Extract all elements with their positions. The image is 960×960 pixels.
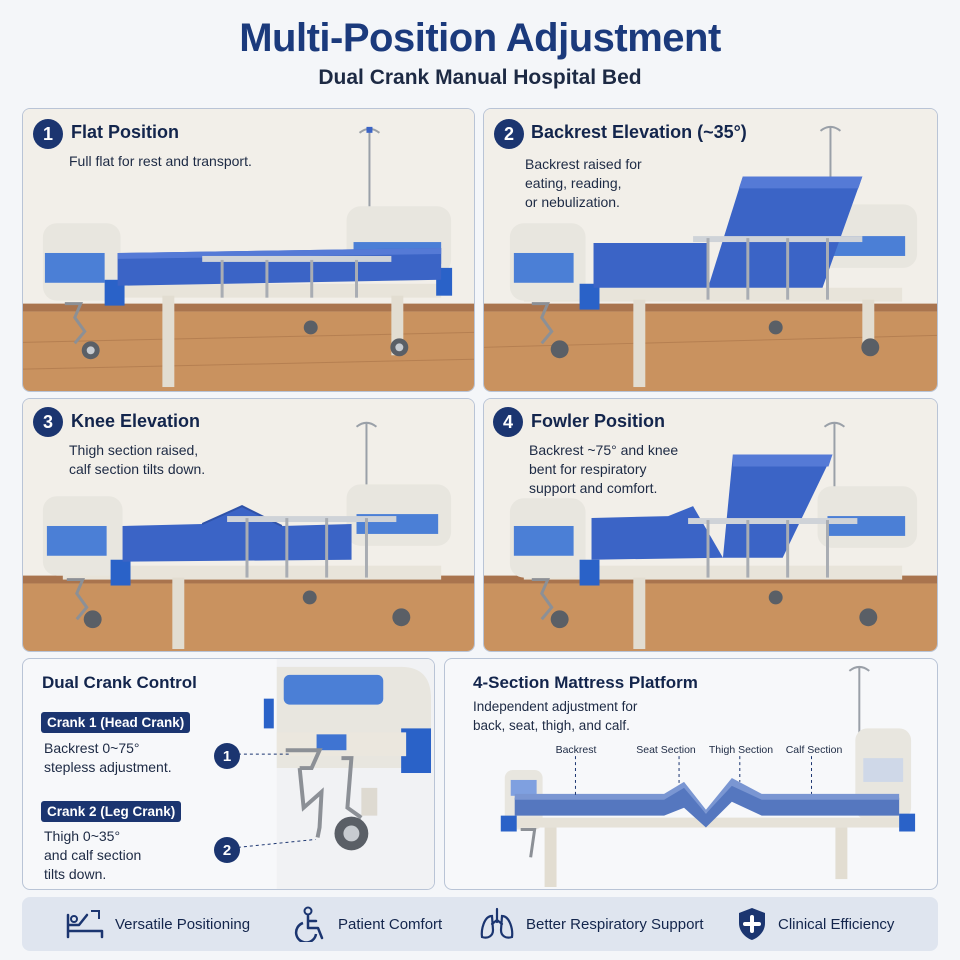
flat-position-panel: 1 Flat Position Full flat for rest and t…: [22, 108, 475, 392]
dual-crank-control-title: Dual Crank Control: [42, 673, 197, 692]
dual-crank-control-panel: Dual Crank Control Crank 1 (Head Crank) …: [22, 658, 435, 890]
flat-position-title: Flat Position: [71, 122, 179, 142]
fowler-position-title: Fowler Position: [531, 411, 666, 431]
backrest-bed-photo: [484, 109, 937, 391]
backrest-elevation-panel: 2 Backrest Elevation (~35°) Backrest rai…: [483, 108, 938, 392]
flat-position-description: Full flat for rest and transport.: [69, 153, 252, 169]
fowler-position-description: Backrest ~75° and knee bent for respirat…: [529, 442, 679, 496]
step-number-badge: 2: [494, 119, 524, 149]
crank-1-description: Backrest 0~75° stepless adjustment.: [44, 740, 172, 775]
feature-label: Clinical Efficiency: [778, 915, 895, 933]
backrest-elevation-description: Backrest raised for eating, reading, or …: [525, 156, 642, 210]
feature-versatile-positioning: Versatile Positioning: [65, 897, 250, 951]
knee-elevation-title: Knee Elevation: [71, 411, 201, 431]
crank-2-description: Thigh 0~35° and calf section tilts down.: [44, 828, 142, 882]
feature-clinical-efficiency: Clinical Efficiency: [736, 897, 894, 951]
knee-elevation-panel: 3 Knee Elevation Thigh section raised, c…: [22, 398, 475, 652]
section-label-calf: Calf Section: [785, 744, 843, 756]
lungs-icon: [480, 907, 514, 939]
crank-1-marker: 1: [214, 743, 240, 769]
page-subtitle: Dual Crank Manual Hospital Bed: [318, 66, 642, 89]
feature-patient-comfort: Patient Comfort: [294, 897, 442, 951]
bed-positioning-icon: [66, 910, 104, 939]
fowler-position-panel: 4 Fowler Position Backrest ~75° and knee…: [483, 398, 938, 652]
section-label-seat: Seat Section: [636, 744, 696, 756]
step-number-badge: 3: [33, 407, 63, 437]
crank-2-marker: 2: [214, 837, 240, 863]
mattress-platform-panel: 4-Section Mattress Platform Independent …: [444, 658, 938, 890]
feature-label: Patient Comfort: [338, 915, 443, 933]
knee-elevation-description: Thigh section raised, calf section tilts…: [69, 442, 206, 477]
feature-label: Better Respiratory Support: [526, 915, 704, 933]
page-title: Multi-Position Adjustment: [239, 16, 721, 60]
crank-closeup-photo: [237, 659, 434, 889]
crank-1-tag: Crank 1 (Head Crank): [41, 712, 191, 733]
knee-bed-photo: [23, 399, 474, 651]
backrest-elevation-title: Backrest Elevation (~35°): [531, 122, 747, 142]
flat-bed-photo: [23, 109, 474, 391]
step-number-badge: 4: [493, 407, 523, 437]
feature-label: Versatile Positioning: [115, 915, 251, 933]
medical-shield-icon: [739, 908, 765, 940]
mattress-platform-description: Independent adjustment for back, seat, t…: [473, 699, 638, 733]
wheelchair-icon: [294, 906, 324, 942]
mattress-platform-photo: [500, 665, 916, 888]
mattress-platform-title: 4-Section Mattress Platform: [473, 673, 698, 692]
feature-bar: Versatile Positioning Patient Comfort Be…: [22, 897, 938, 951]
crank-2-tag: Crank 2 (Leg Crank): [41, 801, 182, 822]
feature-respiratory-support: Better Respiratory Support: [478, 897, 704, 951]
section-label-backrest: Backrest: [555, 744, 597, 756]
step-number-badge: 1: [33, 119, 63, 149]
fowler-bed-photo: [484, 399, 937, 651]
section-label-thigh: Thigh Section: [708, 744, 774, 756]
